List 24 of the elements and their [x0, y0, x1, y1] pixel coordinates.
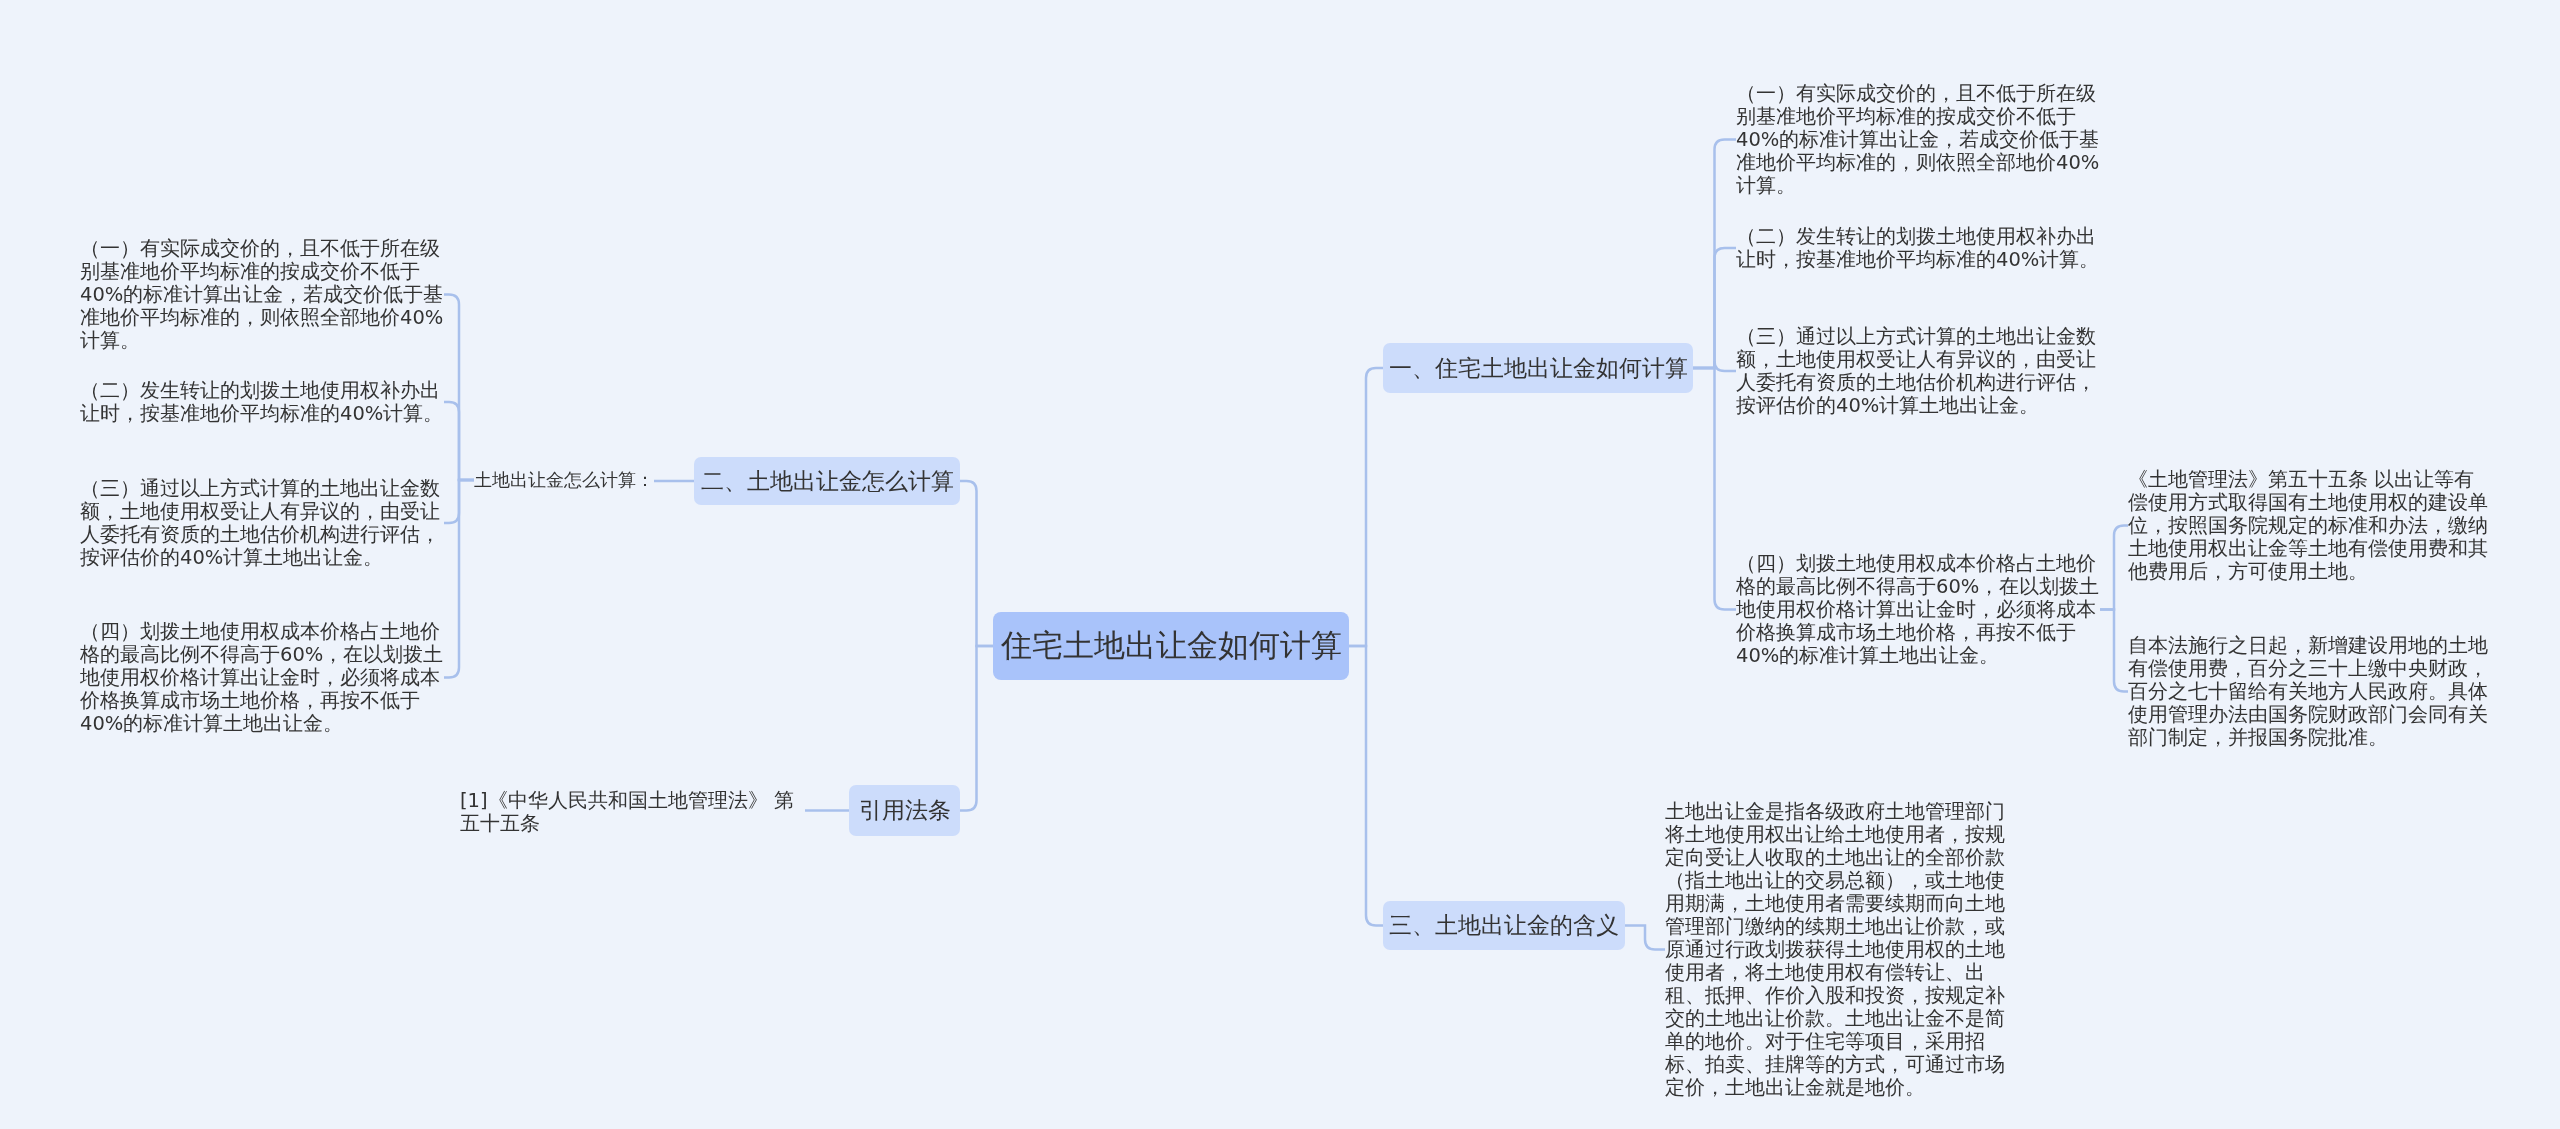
- topic-box: 二、土地出让金怎么计算: [694, 457, 960, 505]
- topic-box: 一、住宅土地出让金如何计算: [1383, 343, 1693, 393]
- topic-text: [1]《中华人民共和国土地管理法》 第五十五条: [460, 789, 805, 835]
- topic-text: 土地出让金怎么计算：: [474, 468, 654, 492]
- topic-text: 《土地管理法》第五十五条 以出让等有偿使用方式取得国有土地使用权的建设单位，按照国务院规定的标准和办法，缴纳土地使用权出让金等土地有偿使用费和其他费用后，方可使用土地。: [2128, 468, 2494, 583]
- connector-line: [654, 479, 694, 483]
- topic-text: （三）通过以上方式计算的土地出让金数额，土地使用权受让人有异议的，由受让人委托有资质的土地估价机构进行评估，按评估价的40%计算土地出让金。: [80, 477, 444, 569]
- topic-text: （一）有实际成交价的，且不低于所在级别基准地价平均标准的按成交价不低于40%的标准计算出让金，若成交价低于基准地价平均标准的，则依照全部地价40%计算。: [1736, 82, 2100, 197]
- topic-text: 自本法施行之日起，新增建设用地的土地有偿使用费，百分之三十上缴中央财政，百分之七十留给有关地方人民政府。具体使用管理办法由国务院财政部门会同有关部门制定，并报国务院批准。: [2128, 634, 2494, 749]
- topic-text: （二）发生转让的划拨土地使用权补办出让时，按基准地价平均标准的40%计算。: [1736, 225, 2100, 271]
- connector-line: [1625, 924, 1665, 951]
- connector-line: [960, 644, 993, 812]
- topic-box: 引用法条: [849, 785, 960, 836]
- topic-box: 三、土地出让金的含义: [1383, 901, 1625, 950]
- topic-text: （四）划拨土地使用权成本价格占土地价格的最高比例不得高于60%，在以划拨土地使用权价格计算出让金时，必须将成本价格换算成市场土地价格，再按不低于40%的标准计算土地出让金。: [80, 620, 444, 735]
- topic-text: （二）发生转让的划拨土地使用权补办出让时，按基准地价平均标准的40%计算。: [80, 379, 444, 425]
- topic-text: （四）划拨土地使用权成本价格占土地价格的最高比例不得高于60%，在以划拨土地使用权价格计算出让金时，必须将成本价格换算成市场土地价格，再按不低于40%的标准计算土地出让金。: [1736, 552, 2100, 667]
- central-topic-box: 住宅土地出让金如何计算: [993, 612, 1349, 680]
- connector-line: [805, 809, 849, 812]
- topic-text: 土地出让金是指各级政府土地管理部门将土地使用权出让给土地使用者，按规定向受让人收取的土地出让的全部价款（指土地出让的交易总额），或土地使用期满，土地使用者需要续期而向土地管理部门缴纳的续期土地出让价款，或原通过行政划拨获得土地使用权的土地使用者，将土地使用权有偿转让、出租、抵押、作价入股和投资，按规定补交的土地出让价款。土地出让金不是简单的地价。对于住宅等项目，采用招标、拍卖、挂牌等的方式，可通过市场定价，土地出让金就是地价。: [1665, 800, 2023, 1099]
- topic-text: （一）有实际成交价的，且不低于所在级别基准地价平均标准的按成交价不低于40%的标准计算出让金，若成交价低于基准地价平均标准的，则依照全部地价40%计算。: [80, 237, 444, 352]
- connector-line: [2100, 608, 2128, 693]
- topic-text: （三）通过以上方式计算的土地出让金数额，土地使用权受让人有异议的，由受让人委托有资质的土地估价机构进行评估，按评估价的40%计算土地出让金。: [1736, 325, 2100, 417]
- connector-line: [1349, 644, 1383, 927]
